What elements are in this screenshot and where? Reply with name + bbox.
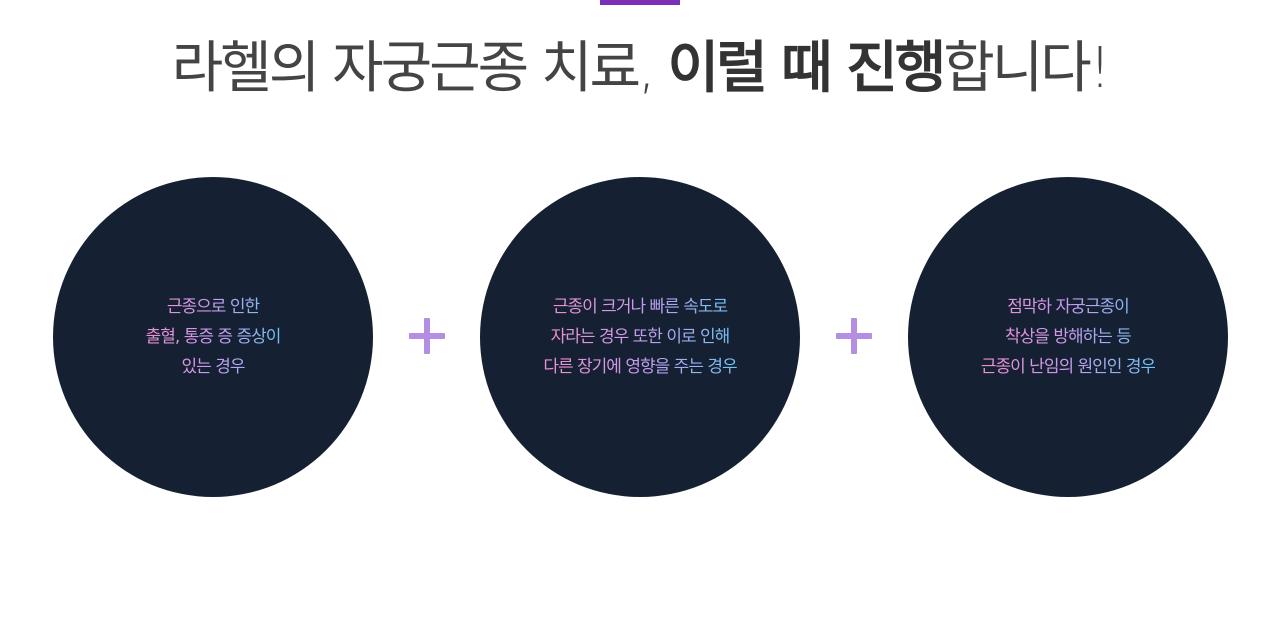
condition-line: 근종이 난임의 원인인 경우	[980, 357, 1156, 377]
section-accent-bar	[600, 0, 680, 5]
condition-line: 있는 경우	[181, 357, 245, 377]
condition-card-text: 근종으로 인한 출혈, 통증 증 증상이 있는 경우	[146, 292, 281, 382]
condition-line: 근종이 크거나 빠른 속도로	[552, 297, 728, 317]
condition-card-2: 근종이 크거나 빠른 속도로 자라는 경우 또한 이로 인해 다른 장기에 영향…	[480, 177, 800, 497]
heading-text-tail: 합니다!	[943, 36, 1111, 101]
condition-card-text: 점막하 자궁근종이 착상을 방해하는 등 근종이 난임의 원인인 경우	[981, 292, 1155, 382]
heading-text-emphasis: 이럴 때 진행	[667, 36, 947, 101]
plus-icon	[409, 316, 445, 356]
condition-line: 다른 장기에 영향을 주는 경우	[543, 357, 737, 377]
condition-card-1: 근종으로 인한 출혈, 통증 증 증상이 있는 경우	[53, 177, 373, 497]
condition-card-text: 근종이 크거나 빠른 속도로 자라는 경우 또한 이로 인해 다른 장기에 영향…	[543, 292, 736, 382]
condition-line: 자라는 경우 또한 이로 인해	[550, 327, 730, 347]
section-heading: 라헬의 자궁근종 치료, 이럴 때 진행합니다!	[0, 34, 1280, 104]
condition-line: 근종으로 인한	[166, 297, 260, 317]
condition-card-3: 점막하 자궁근종이 착상을 방해하는 등 근종이 난임의 원인인 경우	[908, 177, 1228, 497]
condition-line: 출혈, 통증 증 증상이	[145, 327, 281, 347]
plus-icon	[836, 316, 872, 356]
condition-line: 점막하 자궁근종이	[1007, 297, 1129, 317]
heading-text-lead: 라헬의 자궁근종 치료,	[171, 36, 668, 101]
condition-line: 착상을 방해하는 등	[1005, 327, 1131, 347]
